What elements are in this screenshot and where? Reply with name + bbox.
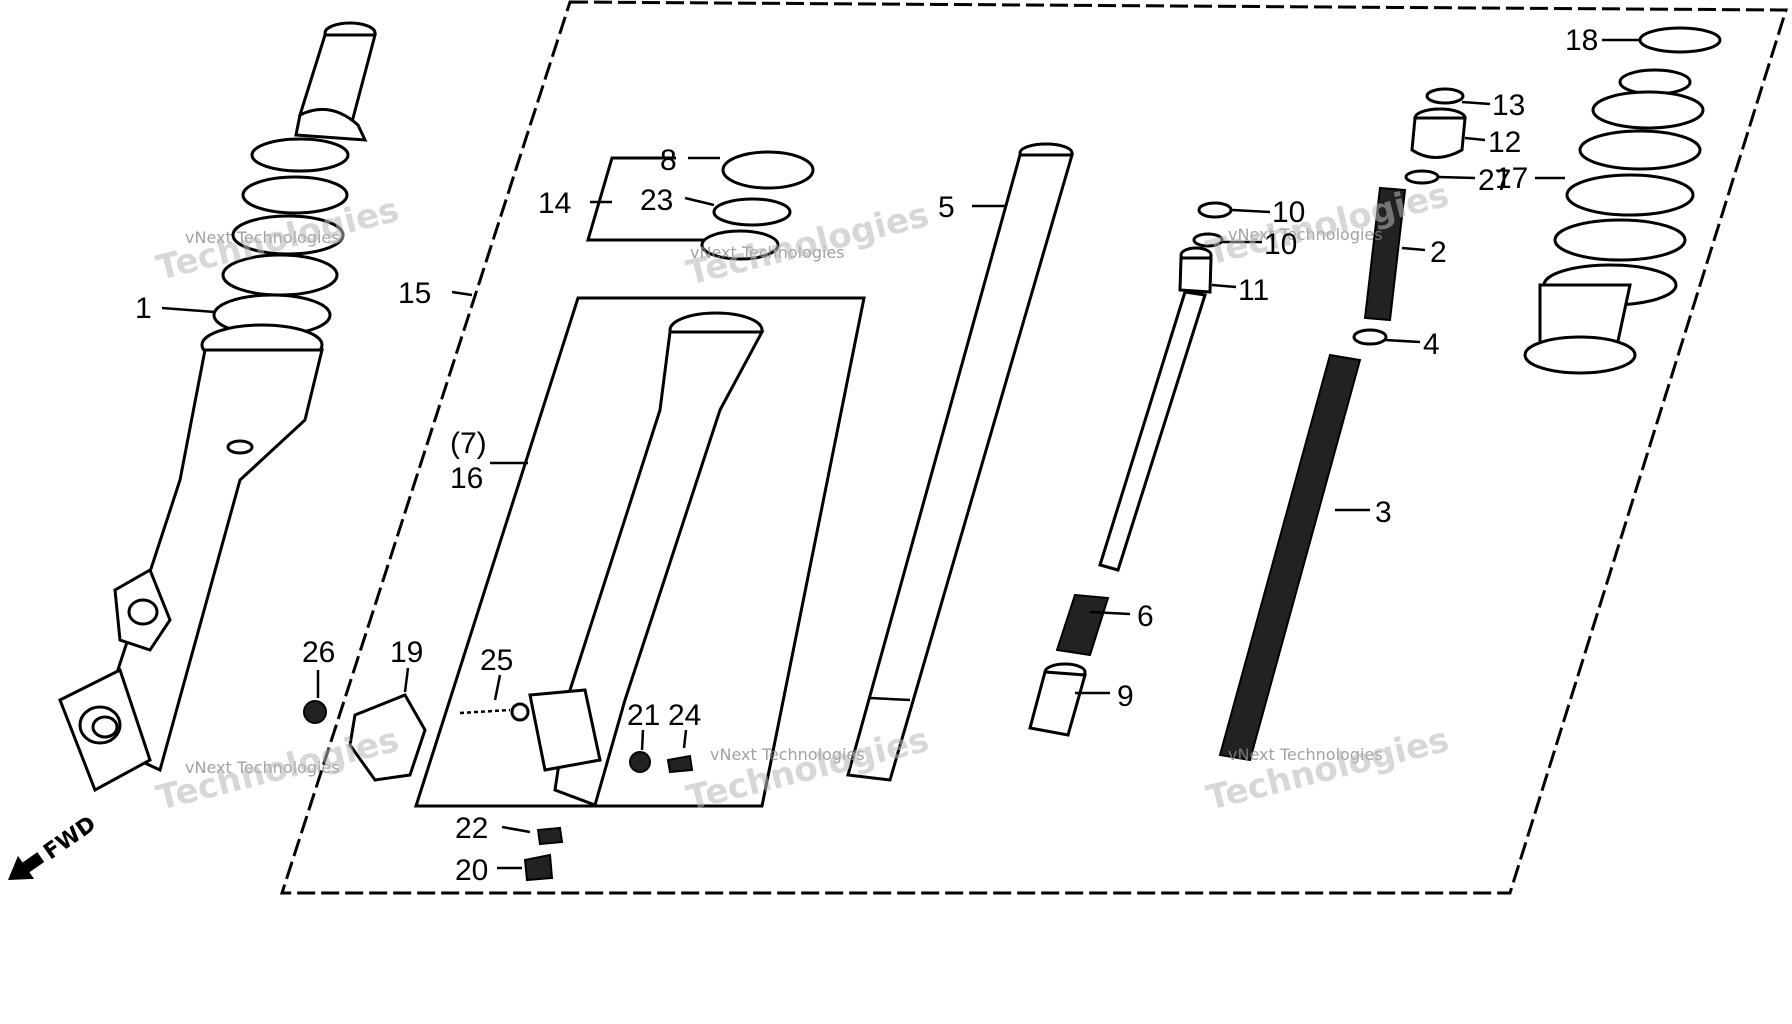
label-10b: 10: [1264, 228, 1297, 261]
bolt-24: [666, 754, 694, 774]
oil-lock-piece-9: [1028, 662, 1087, 737]
dust-boot-17: [1523, 68, 1705, 375]
label-26: 26: [302, 636, 335, 669]
label-14: 14: [538, 187, 571, 220]
label-5: 5: [938, 191, 955, 224]
bolt-20: [523, 853, 554, 882]
label-9: 9: [1117, 680, 1134, 713]
spring-2: [1363, 186, 1407, 322]
label-3: 3: [1375, 496, 1392, 529]
nut-26: [303, 700, 327, 724]
label-24: 24: [668, 699, 701, 732]
label-18: 18: [1565, 24, 1598, 57]
label-27: 27: [1478, 164, 1511, 197]
damper-rod-11: [1098, 246, 1213, 572]
label-25: 25: [480, 644, 513, 677]
assembly-frame-16: [413, 296, 866, 808]
bolt-22: [536, 826, 564, 846]
label-15: 15: [398, 277, 431, 310]
svg-text:vNext Technologies: vNext Technologies: [185, 758, 340, 777]
svg-text:vNext Technologies: vNext Technologies: [185, 228, 340, 247]
part-labels: 1 15 14 8 23 (7) 16 5 10 10 11 18 13 12 …: [135, 24, 1598, 887]
label-11: 11: [1238, 274, 1269, 307]
label-6: 6: [1137, 600, 1154, 633]
label-20: 20: [455, 854, 488, 887]
washer-10a: [1197, 201, 1233, 219]
label-19: 19: [390, 636, 423, 669]
oring-13: [1425, 87, 1465, 105]
forward-direction-arrow: FWD: [8, 812, 101, 880]
svg-text:Technologies: Technologies: [683, 720, 933, 819]
label-13: 13: [1492, 89, 1525, 122]
svg-text:FWD: FWD: [39, 812, 100, 865]
dust-seal-8: [721, 150, 815, 190]
spring-seat-4: [1352, 328, 1388, 346]
stop-ring-23: [712, 197, 792, 227]
fork-leg-assembly-1: [58, 21, 377, 793]
label-16: 16: [450, 462, 483, 495]
axle-holder-19: [348, 693, 427, 782]
fork-slider-16: [510, 311, 765, 807]
label-17: 17: [1495, 162, 1528, 195]
svg-text:vNext Technologies: vNext Technologies: [710, 745, 865, 764]
fork-tube-5: [846, 142, 1074, 782]
label-4: 4: [1423, 328, 1440, 361]
washer-10b: [1192, 232, 1224, 248]
svg-text:vNext Technologies: vNext Technologies: [1228, 745, 1383, 764]
assembly-frame-15: [279, 0, 1789, 895]
rebound-spring-6: [1055, 593, 1110, 657]
fork-cap-12: [1410, 107, 1467, 159]
label-10a: 10: [1272, 196, 1305, 229]
label-23: 23: [640, 184, 673, 217]
oil-seal-14: [700, 229, 780, 261]
label-8: 8: [660, 144, 677, 177]
label-22: 22: [455, 812, 488, 845]
label-21: 21: [627, 699, 660, 732]
svg-text:vNext Technologies: vNext Technologies: [1228, 225, 1383, 244]
label-16-paren: (7): [450, 427, 487, 460]
label-1: 1: [135, 292, 152, 325]
bracket-14: [585, 156, 710, 242]
label-2: 2: [1430, 236, 1447, 269]
boot-clamp-18: [1638, 26, 1722, 54]
label-12: 12: [1488, 126, 1521, 159]
leader-lines: [161, 38, 1640, 870]
fork-spring-3: [1218, 353, 1362, 762]
nut-21: [629, 751, 651, 773]
stud-25: [459, 708, 511, 715]
svg-text:vNext Technologies: vNext Technologies: [690, 243, 845, 262]
